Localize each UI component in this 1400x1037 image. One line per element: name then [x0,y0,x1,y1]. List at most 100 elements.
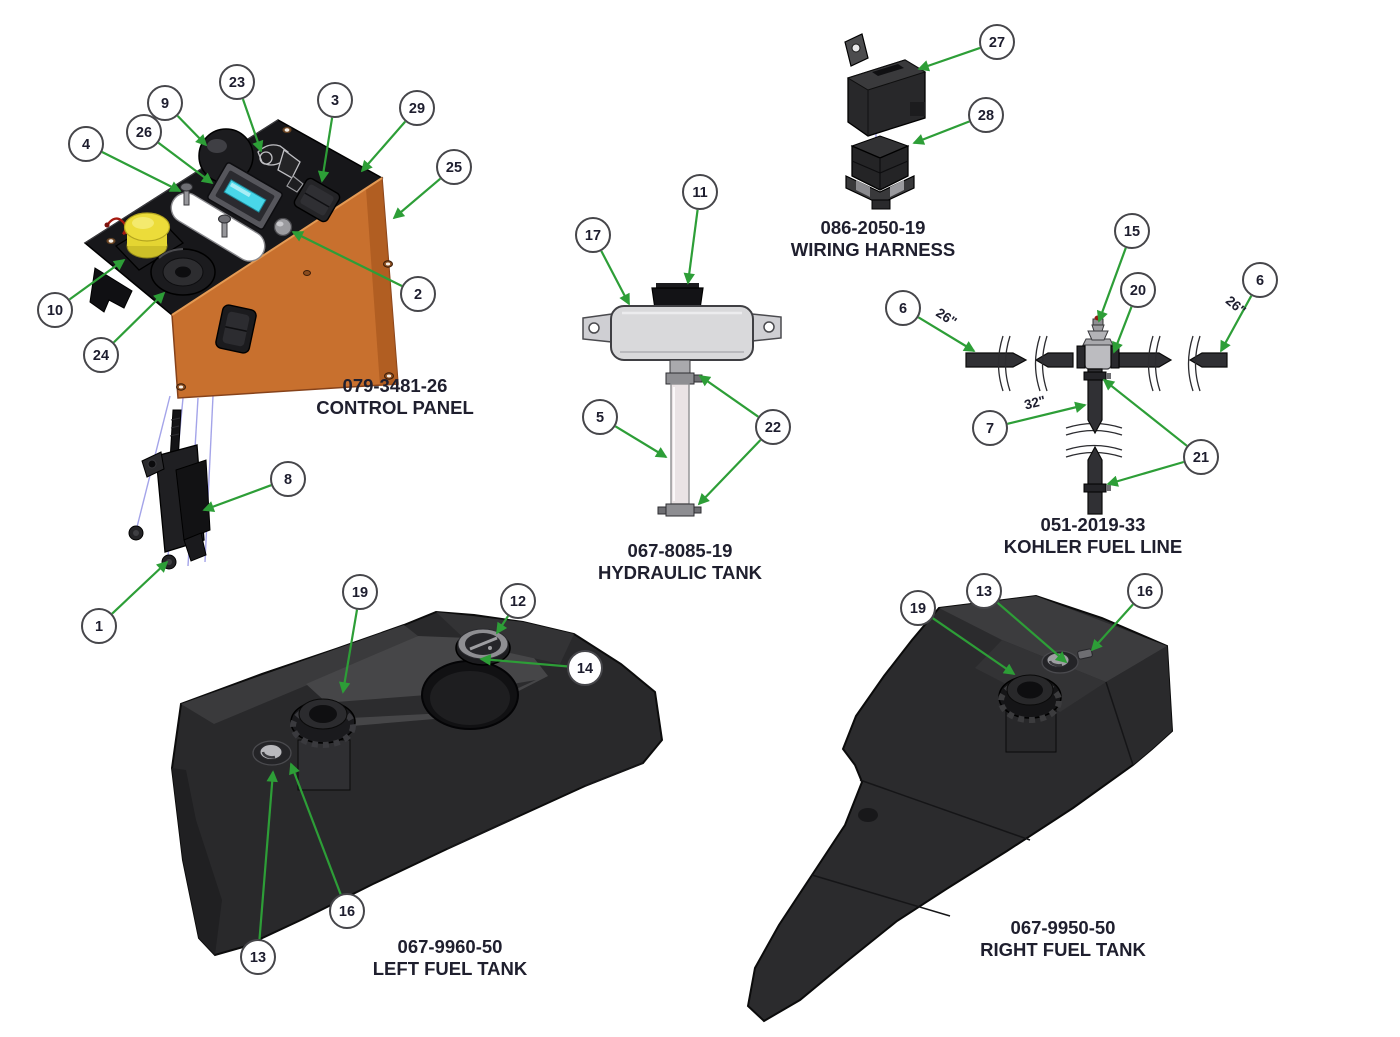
callout-4 [68,126,104,162]
dimension-label: 26" [933,305,959,329]
fuel-hose-lower [1087,445,1103,515]
callout-20 [1120,272,1156,308]
part-name-label: RIGHT FUEL TANK [980,939,1146,960]
callout-9 [147,85,183,121]
callout-number: 29 [409,101,425,117]
callout-number: 1 [95,619,103,635]
callout-14 [567,650,603,686]
left-tank-small-cap [455,628,511,666]
callout-1 [81,608,117,644]
leader-line [479,654,568,668]
callout-21 [1183,439,1219,475]
leader-line [600,250,630,306]
control-panel-drawing [83,119,399,567]
callout-number: 19 [352,585,368,601]
part-name-label: HYDRAULIC TANK [598,562,763,583]
callout-19 [900,590,936,626]
lever-side-plate [175,459,211,541]
part-name-label: CONTROL PANEL [316,397,474,418]
leader-line [1102,378,1188,447]
callout-number: 11 [692,185,707,201]
lever-assembly-drawing [128,409,211,570]
callout-number: 13 [976,584,992,600]
leader-line [101,151,182,192]
callout-number: 25 [446,160,462,176]
leader-line [697,439,762,506]
callout-10 [37,292,73,328]
part-name-label: KOHLER FUEL LINE [1004,536,1183,557]
callout-number: 23 [229,75,245,91]
leader-line [291,231,403,287]
fuel-hose-right [1118,352,1173,368]
callout-25 [436,149,472,185]
left-tank-fuel-cap [290,698,356,791]
leader-line [360,120,407,173]
callout-number: 28 [978,108,994,124]
left-tank-gauge-port [252,740,292,766]
kohler-fuel-line-drawing [965,315,1228,515]
wiring-harness-drawing [844,33,927,210]
callout-16 [1127,573,1163,609]
callout-22 [755,409,791,445]
callout-23 [219,64,255,100]
panel-left-tabs [89,267,133,313]
callout-3 [317,82,353,118]
fuel-hose-far-right [1188,352,1228,368]
callout-29 [399,90,435,126]
callout-number: 12 [510,594,526,610]
leader-line [317,117,334,183]
callout-number: 8 [284,472,292,488]
callout-number: 17 [585,228,601,244]
callout-number: 16 [1137,584,1153,600]
fuel-hose-left [965,352,1028,368]
part-number-label: 067-8085-19 [628,540,733,561]
lever-grip-lines [169,417,181,437]
callout-number: 9 [161,96,169,112]
callout-28 [968,97,1004,133]
hose-clamp-bottom [657,503,702,517]
callout-6 [885,290,921,326]
left-tank-top-shelf [181,625,418,724]
callout-15 [1114,213,1150,249]
callout-24 [83,337,119,373]
callout-number: 10 [47,303,63,319]
callout-number: 26 [136,125,152,141]
dimension-label: 26" [1223,293,1249,318]
leader-line [338,609,359,694]
fuel-hose-mid [1034,352,1074,368]
callout-number: 6 [1256,273,1264,289]
leader-line [912,120,970,145]
leader-line [917,46,981,72]
leader-line [996,601,1068,664]
callout-26 [126,114,162,150]
left-fuel-tank-drawing [170,610,664,957]
ignition-switch-graphic [257,144,304,193]
callout-number: 15 [1124,224,1140,240]
leader-line [1090,603,1134,652]
callout-number: 5 [596,410,604,426]
right-tank-facet-lines [811,681,1134,917]
leader-line [1112,306,1133,354]
callout-2 [400,276,436,312]
right-tank-recess [975,640,1106,712]
leader-line [68,258,126,301]
part-number-label: 086-2050-19 [821,217,926,238]
knob-highlight [207,139,227,153]
wire-terminal [104,222,110,228]
callout-7 [972,410,1008,446]
dimension-label: 32" [1023,393,1047,413]
part-name-label: WIRING HARNESS [791,239,955,260]
callout-16 [329,893,365,929]
callout-number: 22 [765,420,781,436]
leader-line [289,762,342,895]
projection-line [204,395,214,563]
leader-line [258,770,278,940]
callout-number: 3 [331,93,339,109]
lever-slot [170,192,266,262]
rocker-switch-front [215,304,257,354]
callout-13 [240,939,276,975]
callout-6 [1242,262,1278,298]
